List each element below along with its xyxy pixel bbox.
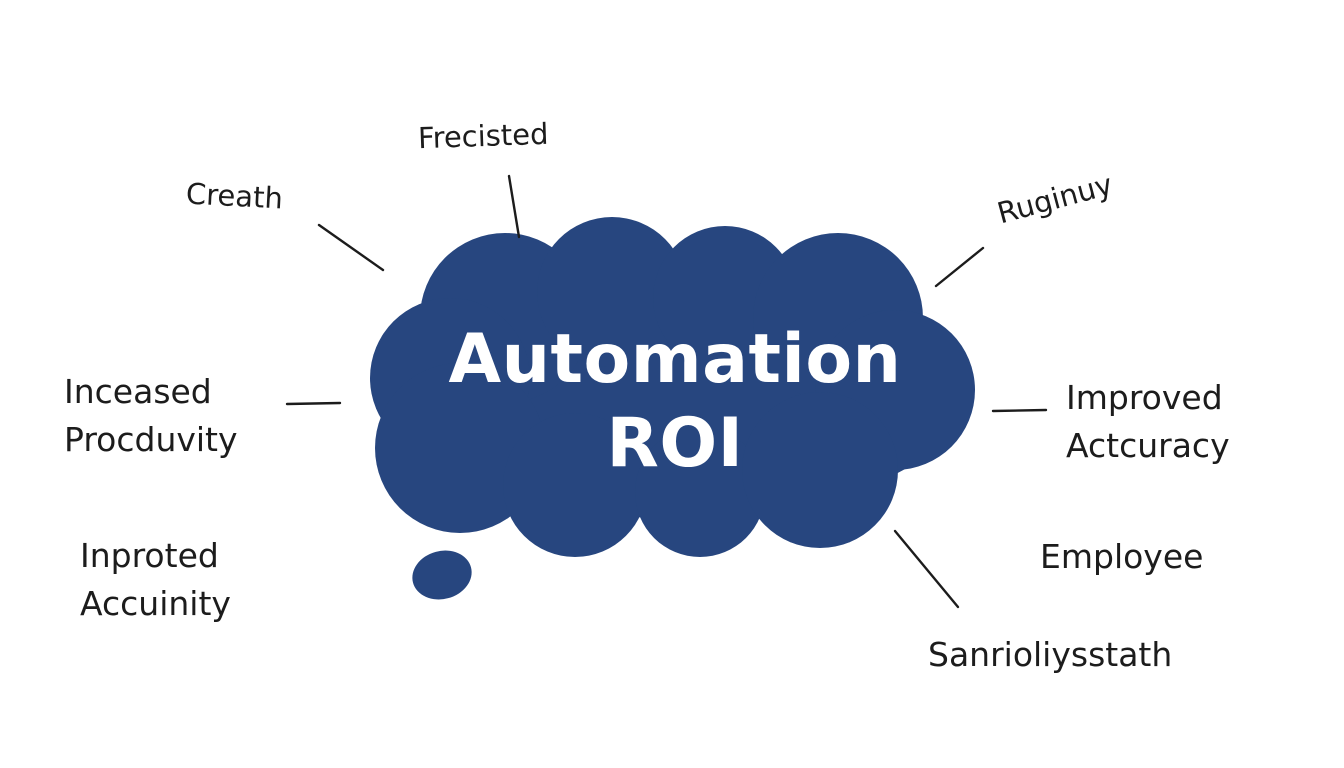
center-label-line1: Automation [448,320,902,399]
node-label: Sanrioliysstath [928,635,1173,674]
node-label-line2: Accuinity [80,584,231,623]
node-employee: Employee [1040,533,1203,581]
connector-line [991,408,1048,413]
node-frecisted: Frecisted [417,116,549,157]
node-label-line1: Improved [1066,378,1223,417]
node-inproted-accuinity: Inproted Accuinity [80,532,231,628]
node-label: Employee [1040,537,1204,576]
node-label-line2: Actcuracy [1066,426,1230,465]
node-label-line1: Inceased [64,372,212,411]
node-sanrioliysstath: Sanrioliysstath [928,631,1172,679]
node-label-line2: Procduvity [64,420,238,459]
connector-line [285,401,342,406]
node-improved-accuracy: Improved Actcuracy [1066,374,1230,470]
center-label-line2: ROI [606,404,744,483]
node-label: Frecisted [417,116,549,156]
thought-bubble-small [412,550,472,600]
connector-line [507,174,521,239]
node-label-line1: Inproted [80,536,219,575]
center-label: Automation ROI [375,318,975,486]
thought-cloud [370,217,975,557]
node-creath: Creath [185,175,284,216]
node-increased-productivity: Inceased Procduvity [64,368,238,464]
connector-line [317,223,385,272]
connector-line [893,529,960,609]
connector-line [934,246,985,288]
node-label: Creath [185,176,284,216]
